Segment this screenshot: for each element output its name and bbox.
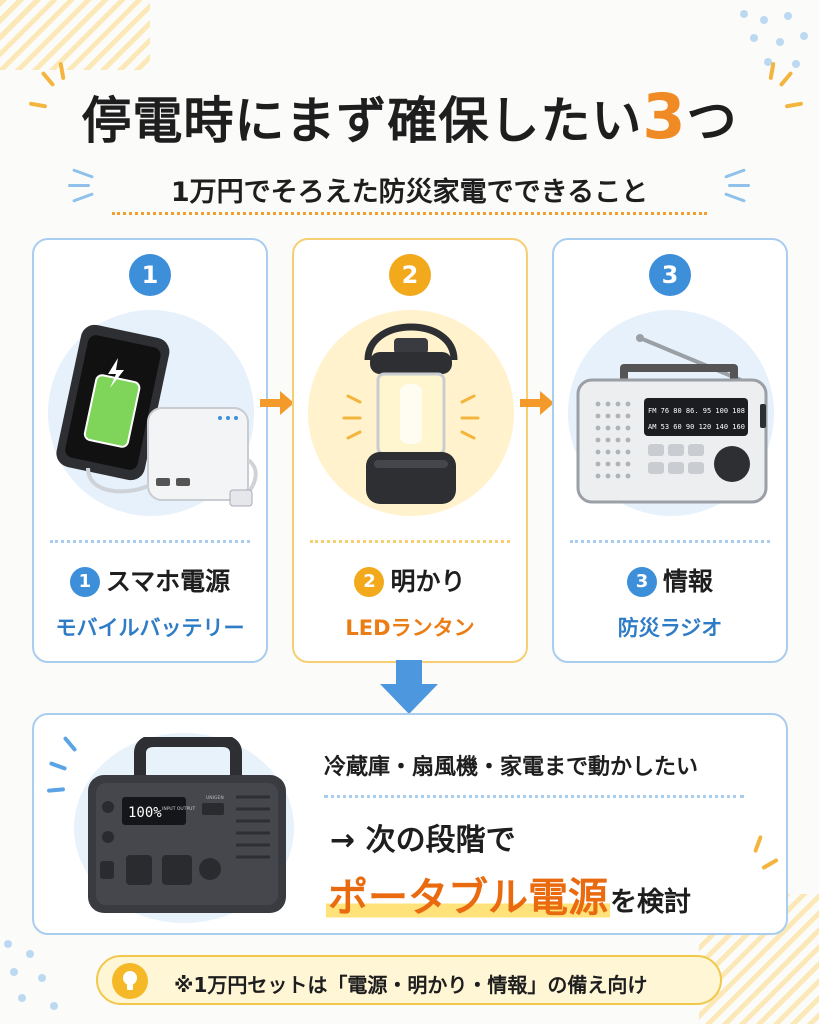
title-text: 停電時にまず確保したい — [81, 92, 643, 150]
arrow-down-icon — [380, 660, 438, 714]
radio-fm-scale: FM 76 80 86. 95 100 108 — [648, 407, 745, 415]
arrow-right-icon — [520, 391, 554, 415]
card-number-badge: 3 — [649, 254, 691, 296]
card-mini-badge: 3 — [626, 567, 657, 597]
card-divider — [310, 540, 510, 543]
corner-stripes-top-left — [0, 0, 150, 70]
card-mini-badge: 2 — [354, 567, 385, 597]
subtitle: 1万円でそろえた防災家電でできること — [170, 177, 649, 208]
panel-next-step: → 次の段階で — [330, 823, 516, 858]
radio-icon: FM 76 80 86. 95 100 108 AM 53 60 90 120 … — [576, 334, 768, 504]
panel-highlight: ポータブル電源 — [326, 875, 610, 921]
card-label-text: 情報 — [662, 567, 713, 596]
panel-headline: 冷蔵庫・扇風機・家電まで動かしたい — [324, 755, 699, 780]
card-sublabel: 防災ラジオ — [617, 616, 723, 640]
subtitle-divider — [112, 212, 707, 215]
card-number-badge: 1 — [129, 254, 171, 296]
title-tail: つ — [686, 92, 738, 150]
radio-am-scale: AM 53 60 90 120 140 160 — [648, 423, 745, 431]
portable-power-station-icon: 100% INPUT OUTPUT UNIGEN — [88, 737, 286, 913]
card-number-badge: 2 — [389, 254, 431, 296]
card-divider — [50, 540, 250, 543]
phone-battery-icon — [56, 324, 258, 507]
title-number: 3 — [642, 80, 687, 153]
power-display-label: INPUT OUTPUT — [162, 806, 195, 812]
footer-note: ※1万円セットは「電源・明かり・情報」の備え向け — [96, 955, 722, 1005]
card-label-text: スマホ電源 — [105, 567, 231, 596]
card-divider — [570, 540, 770, 543]
portable-power-panel: 100% INPUT OUTPUT UNIGEN 冷蔵庫・扇風機・家電まで動かし… — [32, 713, 788, 935]
card-sublabel: LEDランタン — [345, 616, 475, 640]
panel-divider — [324, 795, 744, 798]
page-title: 停電時にまず確保したい3つ — [0, 80, 819, 153]
card-label-text: 明かり — [390, 567, 466, 596]
power-brand-label: UNIGEN — [206, 795, 224, 801]
lightbulb-icon — [112, 963, 148, 999]
arrow-right-icon — [260, 391, 294, 415]
panel-recommendation: ポータブル電源を検討 — [326, 865, 691, 923]
card-info: 3 FM 76 80 86. 95 100 108 AM 53 60 90 12… — [552, 238, 788, 663]
card-sublabel: モバイルバッテリー — [55, 616, 245, 640]
lantern-icon — [342, 323, 480, 504]
card-mini-badge: 1 — [69, 567, 100, 597]
panel-tail: を検討 — [610, 887, 691, 918]
power-display-value: 100% — [128, 805, 162, 821]
footer-note-text: ※1万円セットは「電源・明かり・情報」の備え向け — [174, 973, 648, 997]
